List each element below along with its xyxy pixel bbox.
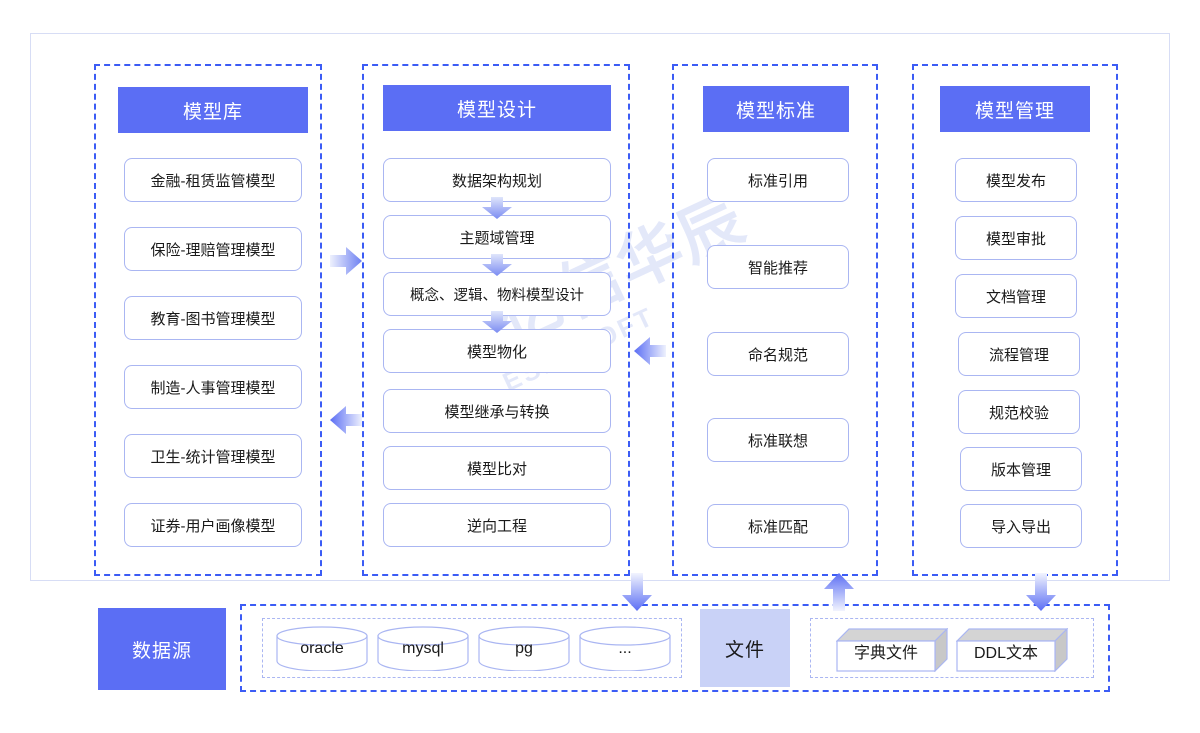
arrow-standard-to-design — [634, 337, 666, 365]
file-dictionary[interactable]: 字典文件 — [835, 627, 949, 673]
database-group-frame — [262, 618, 682, 678]
file-dictionary-label: 字典文件 — [853, 644, 918, 662]
item-导入导出[interactable]: 导入导出 — [960, 504, 1082, 548]
file-ddl-label: DDL文本 — [973, 644, 1038, 662]
arrow-design-to-datasource — [622, 573, 652, 611]
db-mysql-label: mysql — [402, 639, 444, 657]
item-标准联想[interactable]: 标准联想 — [707, 418, 849, 462]
item-命名规范[interactable]: 命名规范 — [707, 332, 849, 376]
arrow-design-step-3 — [482, 311, 512, 333]
item-流程管理[interactable]: 流程管理 — [958, 332, 1080, 376]
item-模型物化[interactable]: 模型物化 — [383, 329, 611, 373]
column-header-model-standard: 模型标准 — [703, 86, 849, 132]
bottom-source-frame — [240, 604, 1110, 692]
item-模型发布[interactable]: 模型发布 — [955, 158, 1077, 202]
item-证券-用户画像模型[interactable]: 证券-用户画像模型 — [124, 503, 302, 547]
item-规范校验[interactable]: 规范校验 — [958, 390, 1080, 434]
db-oracle-label: oracle — [300, 639, 344, 657]
column-header-model-library: 模型库 — [118, 87, 308, 133]
item-标准匹配[interactable]: 标准匹配 — [707, 504, 849, 548]
item-保险-理赔管理模型[interactable]: 保险-理赔管理模型 — [124, 227, 302, 271]
item-卫生-统计管理模型[interactable]: 卫生-统计管理模型 — [124, 434, 302, 478]
column-model-design — [362, 64, 630, 576]
arrow-design-to-library — [330, 406, 362, 434]
item-模型继承与转换[interactable]: 模型继承与转换 — [383, 389, 611, 433]
db-pg[interactable]: pg — [478, 626, 570, 672]
item-模型比对[interactable]: 模型比对 — [383, 446, 611, 490]
file-label: 文件 — [700, 609, 790, 687]
db-oracle[interactable]: oracle — [276, 626, 368, 672]
item-概念逻辑物料模型设计[interactable]: 概念、逻辑、物料模型设计 — [383, 272, 611, 316]
item-制造-人事管理模型[interactable]: 制造-人事管理模型 — [124, 365, 302, 409]
db-mysql[interactable]: mysql — [377, 626, 469, 672]
db-pg-label: pg — [515, 639, 533, 657]
file-ddl[interactable]: DDL文本 — [955, 627, 1069, 673]
main-frame — [30, 33, 1170, 581]
item-模型审批[interactable]: 模型审批 — [955, 216, 1077, 260]
item-版本管理[interactable]: 版本管理 — [960, 447, 1082, 491]
column-header-model-management: 模型管理 — [940, 86, 1090, 132]
item-主题域管理[interactable]: 主题域管理 — [383, 215, 611, 259]
arrow-design-step-2 — [482, 254, 512, 276]
item-教育-图书管理模型[interactable]: 教育-图书管理模型 — [124, 296, 302, 340]
datasource-label: 数据源 — [98, 608, 226, 690]
db-more-label: ... — [618, 639, 632, 657]
item-标准引用[interactable]: 标准引用 — [707, 158, 849, 202]
arrow-management-to-file — [1026, 573, 1056, 611]
arrow-file-to-standard — [824, 573, 854, 611]
column-header-model-design: 模型设计 — [383, 85, 611, 131]
arrow-design-step-1 — [482, 197, 512, 219]
item-文档管理[interactable]: 文档管理 — [955, 274, 1077, 318]
arrow-library-to-design — [330, 247, 362, 275]
column-model-library — [94, 64, 322, 576]
db-more[interactable]: ... — [579, 626, 671, 672]
item-逆向工程[interactable]: 逆向工程 — [383, 503, 611, 547]
file-group-frame — [810, 618, 1094, 678]
item-金融-租赁监管模型[interactable]: 金融-租赁监管模型 — [124, 158, 302, 202]
item-智能推荐[interactable]: 智能推荐 — [707, 245, 849, 289]
column-model-management — [912, 64, 1118, 576]
column-model-standard — [672, 64, 878, 576]
item-数据架构规划[interactable]: 数据架构规划 — [383, 158, 611, 202]
